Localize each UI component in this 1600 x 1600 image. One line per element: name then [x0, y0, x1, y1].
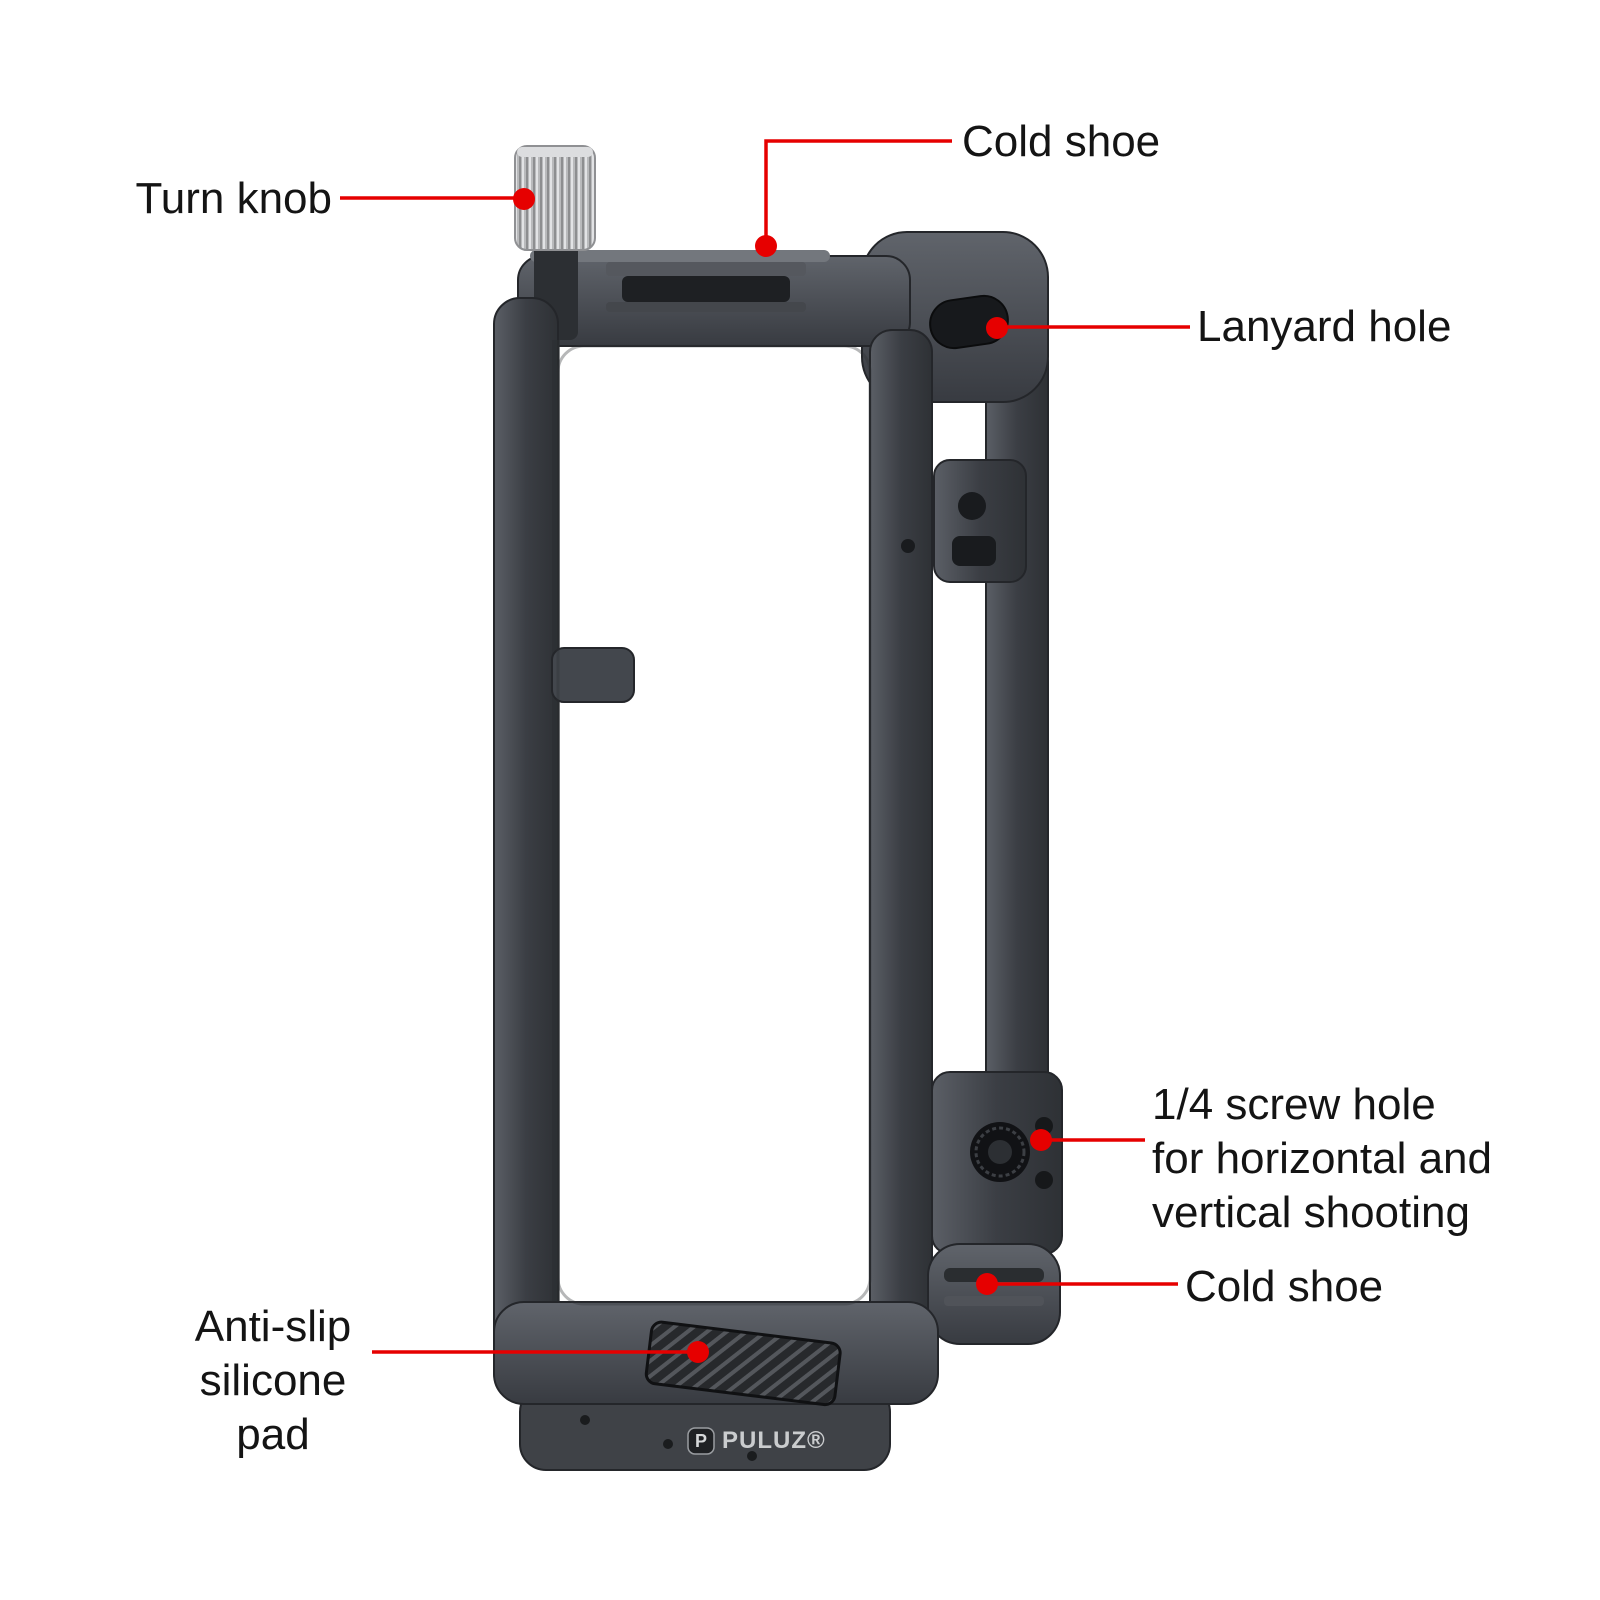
anti-slip-callout-dot [687, 1341, 709, 1363]
label-quarter-screw: 1/4 screw hole for horizontal and vertic… [1152, 1078, 1572, 1240]
quarter-screw-callout-dot [1030, 1129, 1052, 1151]
cage-inner-edge [556, 344, 872, 1306]
cold-shoe-bottom-part [927, 1243, 1061, 1345]
side-bracket-part [901, 459, 1027, 583]
top-bar-highlight [530, 250, 830, 262]
cage-right-column [869, 329, 933, 1371]
brand-logo-text: PULUZ® [722, 1427, 826, 1454]
label-lanyard-hole: Lanyard hole [1197, 302, 1452, 351]
brand-logo: P PULUZ® [687, 1427, 826, 1455]
label-quarter-screw-line-3: vertical shooting [1152, 1188, 1470, 1237]
label-quarter-screw-line-2: for horizontal and [1152, 1134, 1492, 1183]
cold-shoe-top-callout-line [764, 139, 952, 240]
callout-lines [340, 139, 1190, 1354]
left-column-tab [551, 647, 635, 703]
turn-knob-part [514, 145, 596, 340]
label-anti-slip-line-1: Anti-slip [194, 1302, 352, 1351]
label-anti-slip-line-2: silicone pad [199, 1356, 347, 1459]
lanyard-hole-callout-dot [986, 317, 1008, 339]
label-cold-shoe-top: Cold shoe [962, 117, 1161, 166]
cage-body: P PULUZ® [493, 145, 1063, 1471]
cage-left-column [493, 297, 559, 1399]
quarter-screw-hole-part [931, 1071, 1063, 1255]
label-quarter-screw-line-1: 1/4 screw hole [1152, 1080, 1436, 1129]
label-anti-slip: Anti-slip silicone pad [168, 1300, 378, 1462]
lanyard-hole-part [929, 294, 1009, 350]
cold-shoe-top-callout-dot [755, 235, 777, 257]
turn-knob-callout-dot [513, 188, 535, 210]
cold-shoe-top-part [606, 262, 806, 312]
cold-shoe-bottom-callout-dot [976, 1273, 998, 1295]
label-cold-shoe-bottom: Cold shoe [1185, 1262, 1384, 1311]
bottom-screw-holes [580, 1415, 757, 1461]
left-column-inner-edge [552, 340, 560, 1340]
label-turn-knob: Turn knob [135, 174, 332, 223]
callout-dots [513, 188, 1052, 1363]
brand-logo-letter: P [695, 1431, 707, 1451]
